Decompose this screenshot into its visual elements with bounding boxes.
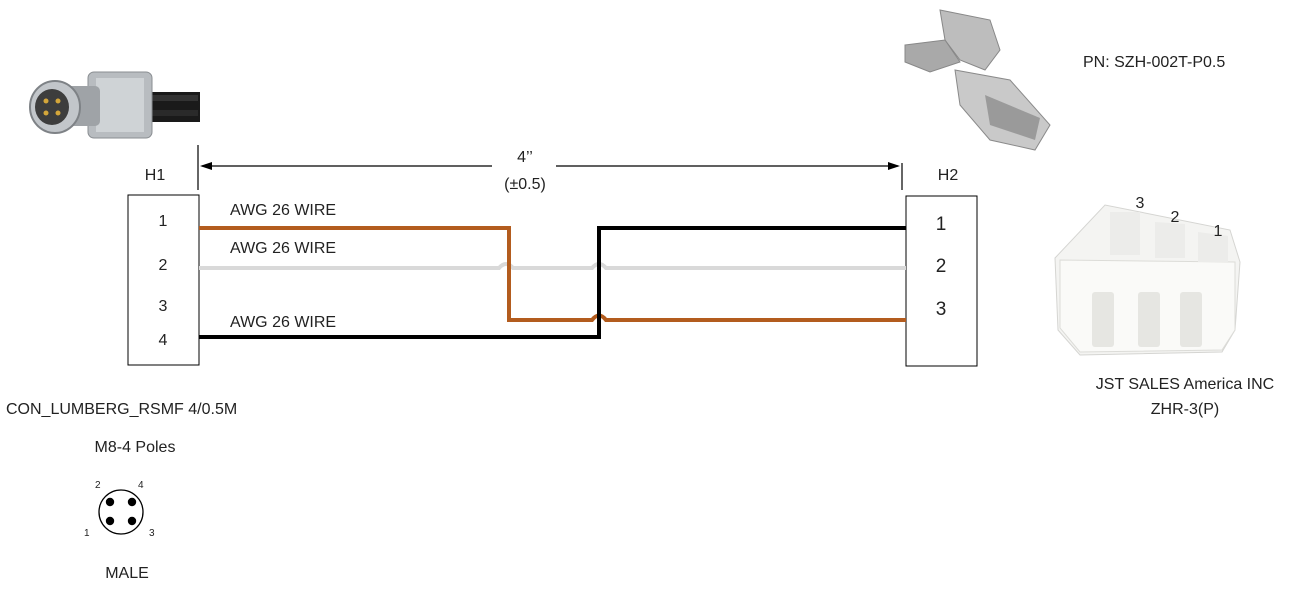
h2-pin-1: 1 xyxy=(936,214,947,235)
housing-pin-3: 3 xyxy=(1136,195,1145,212)
m8-pin-face-icon xyxy=(98,489,144,535)
wire-label-1: AWG 26 WIRE xyxy=(230,202,336,219)
part-number-label: PN: SZH-002T-P0.5 xyxy=(1083,54,1225,71)
crimp-terminal-icon xyxy=(904,9,1051,151)
h1-pin-3: 3 xyxy=(159,298,168,315)
h1-pin-2: 2 xyxy=(159,257,168,274)
wire-4-black xyxy=(199,226,906,339)
wire-label-3: AWG 26 WIRE xyxy=(230,314,336,331)
h1-part-name: CON_LUMBERG_RSMF 4/0.5M xyxy=(6,401,237,418)
h1-type: M8-4 Poles xyxy=(95,439,176,456)
h1-pin-1: 1 xyxy=(159,213,168,230)
jst-housing-icon xyxy=(1054,204,1241,356)
face-pin-2: 2 xyxy=(95,480,101,491)
face-pin-1: 1 xyxy=(84,528,90,539)
h2-part-name: ZHR-3(P) xyxy=(1151,401,1219,418)
housing-pin-1: 1 xyxy=(1214,223,1223,240)
h1-label: H1 xyxy=(145,167,166,184)
face-pin-4: 4 xyxy=(138,480,144,491)
h2-connector-box xyxy=(905,195,978,367)
h2-manufacturer: JST SALES America INC xyxy=(1096,376,1274,393)
h1-pin-4: 4 xyxy=(159,332,168,349)
dimension-length: 4’’ xyxy=(517,149,533,166)
face-pin-3: 3 xyxy=(149,528,155,539)
h2-pin-3: 3 xyxy=(936,299,947,320)
h2-label: H2 xyxy=(938,167,959,184)
h1-gender: MALE xyxy=(105,565,149,582)
m8-connector-icon xyxy=(29,71,200,139)
h2-pin-2: 2 xyxy=(936,256,947,277)
wire-label-2: AWG 26 WIRE xyxy=(230,240,336,257)
housing-pin-2: 2 xyxy=(1171,209,1180,226)
wire-2-grey xyxy=(199,262,906,270)
dimension-tolerance: (±0.5) xyxy=(504,176,546,193)
h1-connector-box xyxy=(127,194,200,366)
